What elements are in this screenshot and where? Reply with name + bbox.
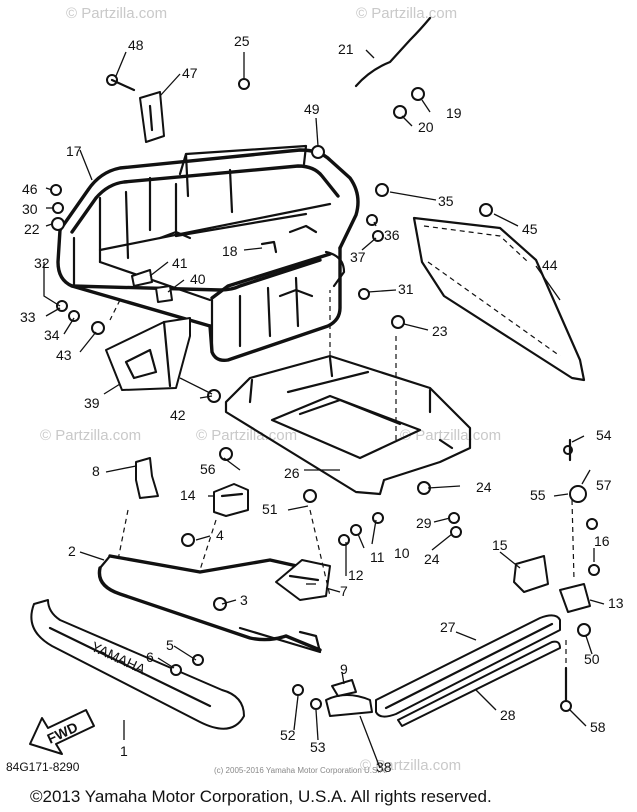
watermark: © Partzilla.com [196,427,297,444]
callout-22: 22 [24,221,40,237]
callout-6: 6 [146,649,154,665]
callout-24b: 24 [424,551,440,567]
callout-56: 56 [200,461,216,477]
callout-31: 31 [398,281,414,297]
callout-58: 58 [590,719,606,735]
bracket-7 [275,559,331,601]
callout-23: 23 [432,323,448,339]
callout-13: 13 [608,595,624,611]
diagram-code: 84G171-8290 [6,760,80,774]
watermark: © Partzilla.com [360,757,461,774]
callout-44: 44 [542,257,558,273]
callouts: 1 2 3 4 5 6 7 8 9 10 11 12 13 14 15 16 1… [20,33,624,775]
bracket-8 [135,457,159,499]
skid-plate [224,290,472,496]
callout-26: 26 [284,465,300,481]
callout-32: 32 [34,255,50,271]
callout-48: 48 [128,37,144,53]
bracket-39 [105,317,191,391]
small-copyright: (c) 2005-2016 Yamaha Motor Corporation U… [214,766,388,775]
bracket-14 [213,483,249,517]
front-bumper: YAMAHA [30,599,245,730]
callout-55: 55 [530,487,546,503]
callout-47: 47 [182,65,198,81]
callout-27: 27 [440,619,456,635]
watermark: © Partzilla.com [400,427,501,444]
callout-5: 5 [166,637,174,653]
fasteners [50,16,600,717]
callout-21: 21 [338,41,354,57]
callout-11: 11 [370,549,385,565]
net-panel [412,216,586,382]
callout-42: 42 [170,407,186,423]
callout-38: 38 [376,759,392,775]
callout-43: 43 [56,347,72,363]
callout-50: 50 [584,651,600,667]
diagram-canvas: © Partzilla.com © Partzilla.com © Partzi… [20,5,624,775]
leader-lines [43,49,605,769]
bracket-15 [513,555,549,593]
callout-29: 29 [416,515,432,531]
callout-52: 52 [280,727,296,743]
callout-30: 30 [22,201,38,217]
callout-24a: 24 [476,479,492,495]
callout-35: 35 [438,193,454,209]
callout-28: 28 [500,707,516,723]
callout-20: 20 [418,119,434,135]
callout-4: 4 [216,527,224,543]
callout-7: 7 [340,583,348,599]
callout-14: 14 [180,487,196,503]
callout-3: 3 [240,592,248,608]
fwd-arrow-icon: FWD [29,709,95,755]
callout-1: 1 [120,743,128,759]
callout-53: 53 [310,739,326,755]
callout-49: 49 [304,101,320,117]
callout-54: 54 [596,427,612,443]
rear-bar [375,614,561,727]
callout-12: 12 [348,567,364,583]
callout-37: 37 [350,249,366,265]
fwd-label: FWD [45,719,81,747]
callout-9: 9 [340,661,348,677]
footer: ©2013 Yamaha Motor Corporation, U.S.A. A… [0,784,637,812]
watermark: © Partzilla.com [40,427,141,444]
callout-25: 25 [234,33,250,49]
callout-46: 46 [22,181,38,197]
callout-8: 8 [92,463,100,479]
bumper-frame [97,554,322,654]
callout-17: 17 [66,143,82,159]
callout-18: 18 [222,243,238,259]
callout-41: 41 [172,255,188,271]
callout-19: 19 [446,105,462,121]
bracket-13 [559,583,591,613]
watermark: © Partzilla.com [66,5,167,22]
watermark: © Partzilla.com [356,5,457,22]
callout-2: 2 [68,543,76,559]
callout-57: 57 [596,477,612,493]
callout-40: 40 [190,271,206,287]
footer-copyright: ©2013 Yamaha Motor Corporation, U.S.A. A… [30,787,492,806]
callout-33: 33 [20,309,36,325]
callout-34: 34 [44,327,60,343]
callout-39: 39 [84,395,100,411]
callout-51: 51 [262,501,278,517]
callout-16: 16 [594,533,610,549]
bracket-47 [139,91,165,143]
callout-10: 10 [394,545,410,561]
callout-36: 36 [384,227,400,243]
callout-45: 45 [522,221,538,237]
callout-15: 15 [492,537,508,553]
